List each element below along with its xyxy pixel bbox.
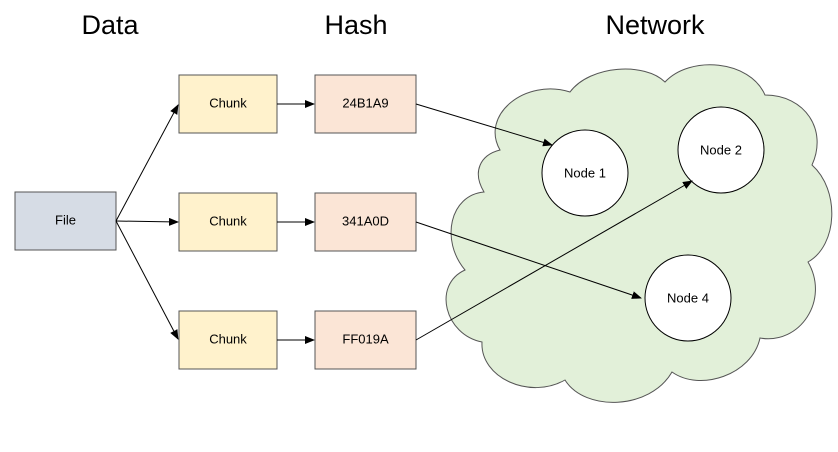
- edge-file-chunk-2: [115, 217, 179, 226]
- hash-box-3: [314, 310, 417, 370]
- file-label: File: [55, 212, 76, 227]
- hash-label-2: 341A0D: [342, 213, 389, 228]
- chunk-box-3: [178, 310, 278, 370]
- chunk-label-3: Chunk: [209, 331, 247, 346]
- edge-hash-2-node-4: [415, 221, 642, 299]
- node-4-label: Node 4: [667, 290, 709, 305]
- edge-hash-1-node-1: [415, 103, 553, 147]
- chunk-label-2: Chunk: [209, 213, 247, 228]
- heading-hash: Hash: [324, 10, 387, 40]
- node-2-label: Node 2: [700, 142, 742, 157]
- node-1-label: Node 1: [564, 165, 606, 180]
- node-4-circle: [644, 254, 732, 342]
- network-cloud: [445, 64, 833, 403]
- hash-box-1: [314, 74, 417, 134]
- edge-file-chunk-3: [115, 220, 179, 340]
- chunk-box-1: [178, 74, 278, 134]
- hash-label-3: FF019A: [342, 331, 389, 346]
- hash-label-1: 24B1A9: [342, 95, 388, 110]
- heading-data: Data: [81, 10, 139, 40]
- heading-network: Network: [605, 10, 705, 40]
- hash-box-2: [314, 192, 417, 252]
- file-box: [14, 191, 117, 251]
- chunk-box-2: [178, 192, 278, 252]
- node-1-circle: [541, 129, 629, 217]
- edge-file-chunk-1: [115, 104, 179, 222]
- chunk-label-1: Chunk: [209, 95, 247, 110]
- node-2-circle: [677, 106, 765, 194]
- edge-hash-3-node-2: [415, 180, 693, 341]
